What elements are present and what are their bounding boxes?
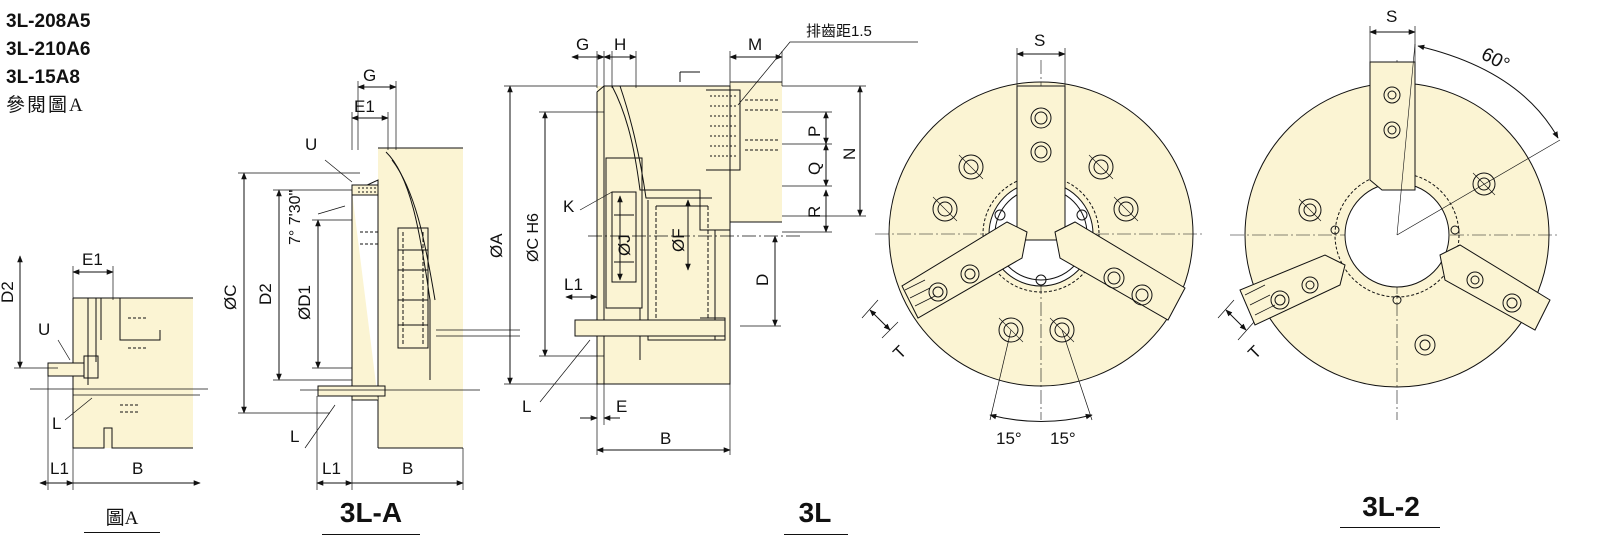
three-l-a-u-label: U [305, 135, 317, 154]
three-l-c-h6-label: ØC H6 [525, 213, 542, 262]
caption-3l-a-underline [322, 534, 420, 535]
three-l-a-g-label: G [363, 66, 376, 85]
three-l-front-15-right: 15° [1050, 429, 1076, 448]
caption-fig-a-underline [84, 532, 160, 533]
model-1: 3L-208A5 [6, 11, 91, 32]
fig-a-b-label: B [132, 459, 143, 478]
three-l-section [504, 41, 918, 455]
three-l-a-d2-label: D2 [256, 283, 275, 305]
model-list: 3L-208A5 3L-210A6 3L-15A8 參閱圖A [6, 8, 91, 120]
caption-fig-a: 圖A [105, 508, 139, 529]
three-l-2-front-view [1217, 26, 1561, 420]
caption-3l: 3L [798, 497, 832, 528]
three-l-a-d1-label: ØD1 [295, 285, 314, 320]
three-l-2-60-label: 60° [1478, 44, 1513, 76]
three-l-a-b-label: B [402, 459, 413, 478]
three-l-a-l-label: L [290, 427, 299, 446]
three-l-n-label: N [840, 148, 859, 160]
three-l-h-label: H [614, 35, 626, 54]
three-l-front-s-label: S [1034, 31, 1045, 50]
reference-note: 參閱圖A [6, 95, 85, 116]
three-l-g-label: G [576, 35, 589, 54]
three-l-l-label: L [522, 397, 531, 416]
three-l-2-s-label: S [1386, 7, 1397, 26]
three-l-f-label: ØF [669, 228, 688, 252]
model-2: 3L-210A6 [6, 39, 91, 60]
three-l-a-dim-label: ØA [487, 233, 506, 258]
fig-a-e1-label: E1 [82, 250, 103, 269]
three-l-a-section [238, 81, 520, 490]
three-l-a-angle-label: 7° 7'30" [287, 190, 304, 245]
three-l-a-c-label: ØC [221, 285, 240, 311]
three-l-r-label: R [805, 206, 824, 218]
three-l-q-label: Q [805, 162, 824, 175]
three-l-front-15-left: 15° [996, 429, 1022, 448]
model-3: 3L-15A8 [6, 67, 80, 88]
caption-3l-2: 3L-2 [1362, 491, 1420, 522]
three-l-d-label: D [753, 274, 772, 286]
fig-a-detail [14, 255, 208, 490]
caption-3l-underline [784, 534, 848, 535]
three-l-a-l1-label: L1 [322, 459, 341, 478]
caption-3l-2-underline [1340, 527, 1440, 528]
three-l-front-t-label: T [889, 342, 910, 363]
fig-a-l1-label: L1 [50, 459, 69, 478]
three-l-pitch-note: 排齒距1.5 [806, 23, 872, 40]
fig-a-d2-label: D2 [0, 281, 17, 303]
caption-3l-a: 3L-A [339, 497, 403, 528]
three-l-j-label: ØJ [615, 234, 634, 256]
three-l-b-label: B [660, 429, 671, 448]
fig-a-u-label: U [38, 320, 50, 339]
fig-a-l-label: L [52, 414, 61, 433]
three-l-m-label: M [748, 35, 762, 54]
three-l-p-label: P [805, 126, 824, 137]
three-l-k-label: K [563, 197, 575, 216]
three-l-a-e1-label: E1 [354, 97, 375, 116]
three-l-front-view [861, 48, 1205, 422]
three-l-2-t-label: T [1244, 342, 1265, 363]
three-l-e-label: E [616, 397, 627, 416]
three-l-l1-label: L1 [564, 275, 583, 294]
